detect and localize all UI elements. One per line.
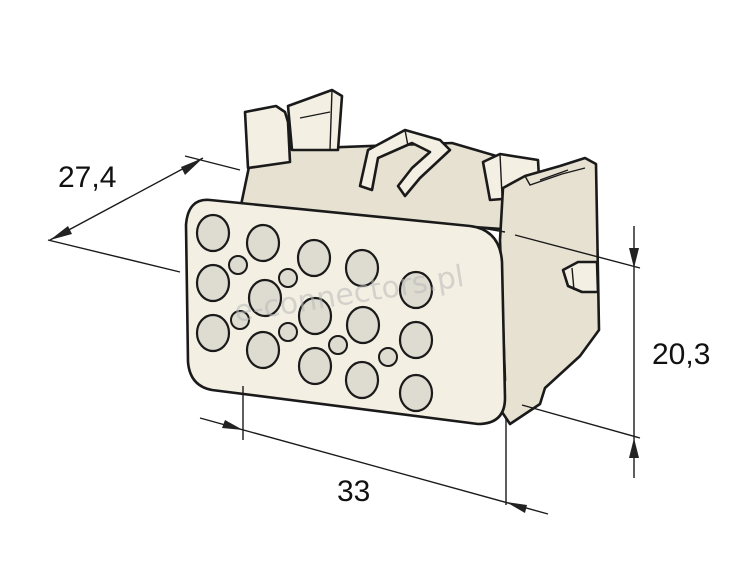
large-cavity bbox=[345, 305, 381, 345]
small-cavity bbox=[328, 335, 348, 355]
back-tab-left bbox=[286, 88, 344, 152]
large-cavity bbox=[398, 270, 434, 310]
extension-line bbox=[184, 155, 241, 171]
extension-line bbox=[47, 239, 181, 273]
dimension-width: 27,4 bbox=[47, 155, 241, 273]
small-cavity bbox=[278, 322, 298, 342]
arrowhead bbox=[222, 420, 243, 430]
center-latch bbox=[358, 128, 452, 198]
large-cavity bbox=[398, 320, 434, 360]
small-cavity bbox=[228, 255, 248, 275]
large-cavity bbox=[195, 313, 231, 353]
arrowhead bbox=[50, 226, 72, 240]
dimension-line bbox=[49, 157, 204, 241]
dimension-height: 20,3 bbox=[514, 226, 710, 478]
large-cavity bbox=[245, 330, 281, 370]
dimension-label-height: 20,3 bbox=[652, 338, 710, 371]
dimension-line bbox=[199, 417, 549, 515]
small-cavity bbox=[378, 347, 398, 367]
large-cavity bbox=[297, 346, 333, 386]
large-cavity bbox=[296, 238, 332, 278]
large-cavity bbox=[195, 213, 231, 253]
dimension-label-length: 33 bbox=[337, 475, 370, 508]
large-cavity bbox=[195, 263, 231, 303]
large-cavity bbox=[398, 373, 434, 413]
large-cavity bbox=[245, 223, 281, 263]
large-cavity bbox=[344, 360, 380, 400]
arrowhead bbox=[181, 158, 203, 175]
small-cavity bbox=[230, 310, 250, 330]
small-cavity bbox=[278, 268, 298, 288]
large-cavity bbox=[247, 278, 283, 318]
arrowhead bbox=[629, 438, 639, 458]
dimension-length: 33 bbox=[199, 386, 549, 515]
large-cavity bbox=[344, 248, 380, 288]
dimension-label-width: 27,4 bbox=[58, 161, 116, 194]
extension-line bbox=[521, 404, 641, 439]
cavity-group bbox=[195, 213, 434, 413]
side-clip bbox=[561, 260, 600, 294]
connector-housing bbox=[184, 88, 601, 426]
arrowhead bbox=[629, 248, 639, 268]
large-cavity bbox=[297, 296, 333, 336]
arrowhead bbox=[506, 502, 527, 513]
extension-line bbox=[514, 234, 641, 269]
left-latch bbox=[243, 104, 292, 170]
